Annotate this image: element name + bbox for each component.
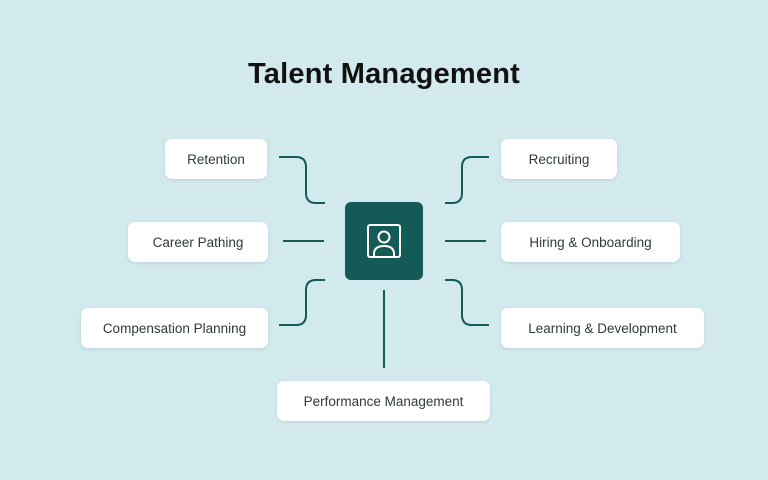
node-learning-development[interactable]: Learning & Development (501, 308, 704, 348)
connector-retention (279, 156, 325, 204)
talent-hub (345, 202, 423, 280)
node-career-pathing[interactable]: Career Pathing (128, 222, 268, 262)
node-performance-management[interactable]: Performance Management (277, 381, 490, 421)
node-career-pathing-label: Career Pathing (152, 234, 244, 250)
node-retention-label: Retention (187, 151, 245, 167)
node-hiring-onboarding-label: Hiring & Onboarding (529, 234, 652, 250)
person-portrait-icon (367, 224, 401, 258)
node-performance-management-label: Performance Management (303, 393, 464, 409)
node-recruiting[interactable]: Recruiting (501, 139, 617, 179)
node-retention[interactable]: Retention (165, 139, 267, 179)
connector-learning-development (445, 279, 489, 326)
node-compensation-planning[interactable]: Compensation Planning (81, 308, 268, 348)
connector-recruiting (445, 156, 489, 204)
node-compensation-planning-label: Compensation Planning (102, 320, 247, 336)
node-learning-development-label: Learning & Development (528, 320, 677, 336)
page-title: Talent Management (248, 58, 520, 90)
connector-compensation-planning (279, 279, 325, 326)
node-hiring-onboarding[interactable]: Hiring & Onboarding (501, 222, 680, 262)
node-recruiting-label: Recruiting (528, 151, 590, 167)
